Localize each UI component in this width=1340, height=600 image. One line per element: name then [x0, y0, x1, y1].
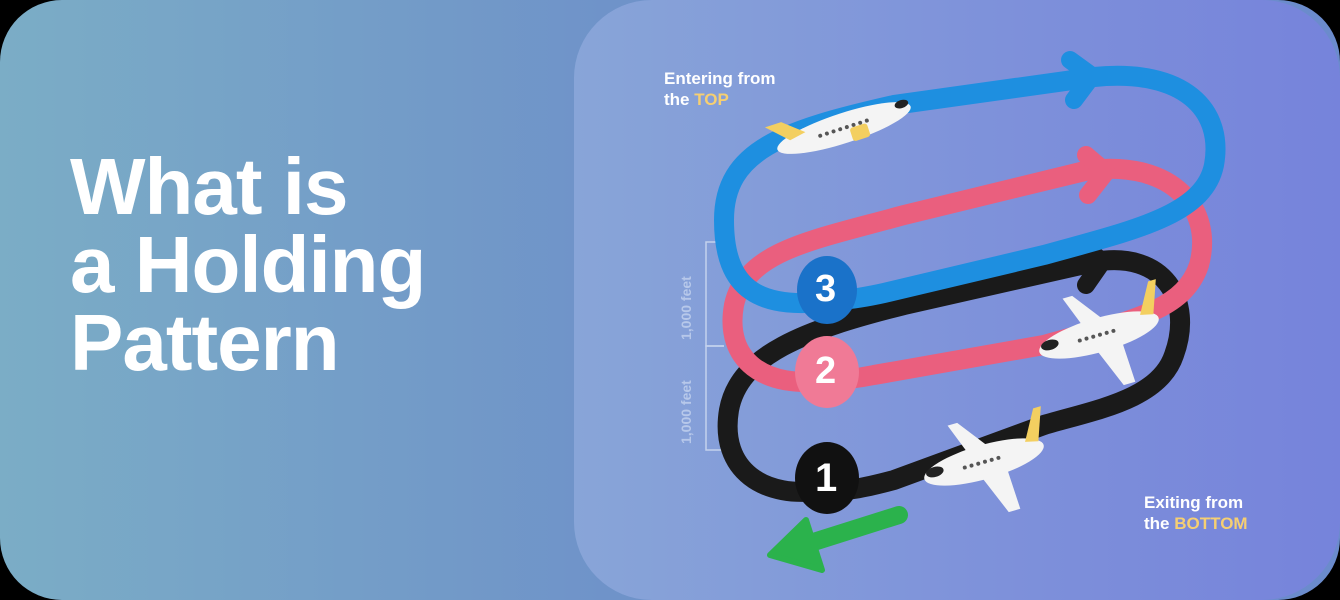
- level-1-marker: [795, 442, 859, 514]
- title-line-2: a Holding: [70, 220, 426, 309]
- entering-prefix: the: [664, 90, 695, 109]
- level-2-marker: [795, 336, 859, 408]
- entering-label-line1: Entering from: [664, 69, 776, 88]
- airplane-icon: [1039, 279, 1159, 386]
- exiting-label: Exiting from the BOTTOM: [1144, 492, 1248, 534]
- title-line-1: What is: [70, 142, 348, 231]
- diagram-panel: 3 2 1 1,000 feet 1,000 feet Entering fro…: [574, 0, 1340, 600]
- altitude-label-upper: 1,000 feet: [678, 276, 694, 340]
- airplane-icon: [924, 406, 1044, 513]
- exiting-label-line2: the BOTTOM: [1144, 513, 1248, 534]
- level-3-marker: [797, 256, 857, 324]
- page-title: What is a Holding Pattern: [70, 142, 426, 387]
- entering-label: Entering from the TOP: [664, 68, 775, 110]
- level-3-loop: [713, 51, 1226, 314]
- airplane-icon: [764, 99, 911, 154]
- altitude-label-lower: 1,000 feet: [678, 380, 694, 444]
- level-1-number: 1: [815, 456, 838, 500]
- entering-highlight: TOP: [694, 90, 729, 109]
- exit-arrow-icon: [767, 506, 908, 573]
- exiting-label-line1: Exiting from: [1144, 493, 1244, 512]
- level-2-number: 2: [815, 350, 837, 392]
- exiting-prefix: the: [1144, 514, 1175, 533]
- exiting-highlight: BOTTOM: [1174, 514, 1248, 533]
- altitude-bracket: [705, 241, 724, 451]
- holding-pattern-diagram: [705, 51, 1226, 573]
- entering-label-line2: the TOP: [664, 89, 775, 110]
- title-line-3: Pattern: [70, 298, 340, 387]
- level-3-number: 3: [815, 268, 837, 310]
